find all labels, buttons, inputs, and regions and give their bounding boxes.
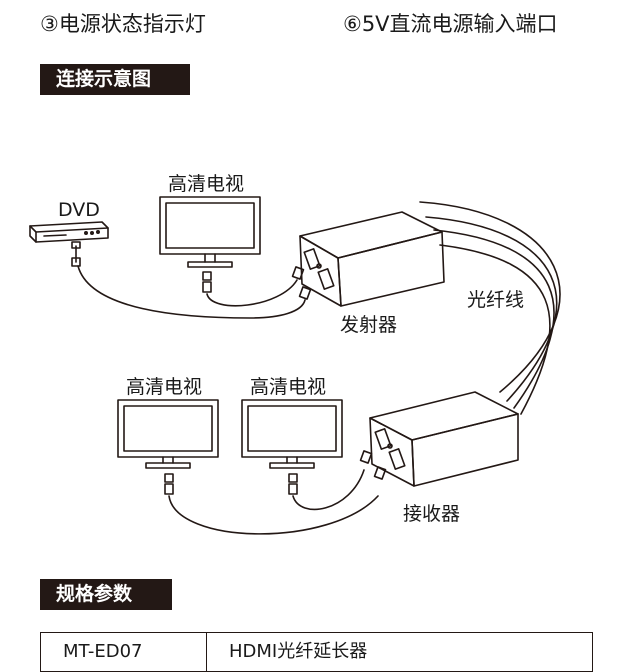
fiber-cables bbox=[419, 201, 561, 415]
section-header-specs: 规格参数 bbox=[40, 579, 172, 610]
dvd-player-icon bbox=[29, 221, 109, 243]
spec-model-cell: MT-ED07 bbox=[41, 633, 207, 671]
dvd-label: DVD bbox=[58, 199, 100, 221]
transmitter-label: 发射器 bbox=[340, 314, 397, 336]
transmitter-icon bbox=[299, 211, 445, 307]
tv-right-icon bbox=[241, 399, 343, 469]
connection-diagram: DVD 高清电视 发射器 光纤线 bbox=[29, 173, 561, 535]
tv-right-label: 高清电视 bbox=[250, 376, 326, 398]
hdmi-cable-dvd bbox=[71, 241, 312, 319]
section-header-connection: 连接示意图 bbox=[40, 64, 190, 95]
tv-top-label: 高清电视 bbox=[168, 173, 244, 195]
hdmi-cable-tv-right bbox=[288, 450, 373, 511]
fiber-label: 光纤线 bbox=[467, 289, 524, 311]
hdmi-cable-tv-top bbox=[202, 266, 305, 307]
legend-item-power-indicator: ③电源状态指示灯 bbox=[40, 12, 206, 36]
legend-item-dc-input-port: ⑥5V直流电源输入端口 bbox=[343, 12, 558, 36]
tv-left-icon bbox=[117, 399, 219, 469]
tv-left-label: 高清电视 bbox=[126, 376, 202, 398]
hdmi-cable-tv-left bbox=[164, 466, 387, 535]
receiver-label: 接收器 bbox=[403, 503, 460, 525]
receiver-icon bbox=[369, 391, 519, 487]
spec-table: MT-ED07 HDMI光纤延长器 bbox=[40, 632, 593, 672]
spec-product-cell: HDMI光纤延长器 bbox=[229, 641, 368, 662]
tv-top-icon bbox=[159, 196, 261, 268]
